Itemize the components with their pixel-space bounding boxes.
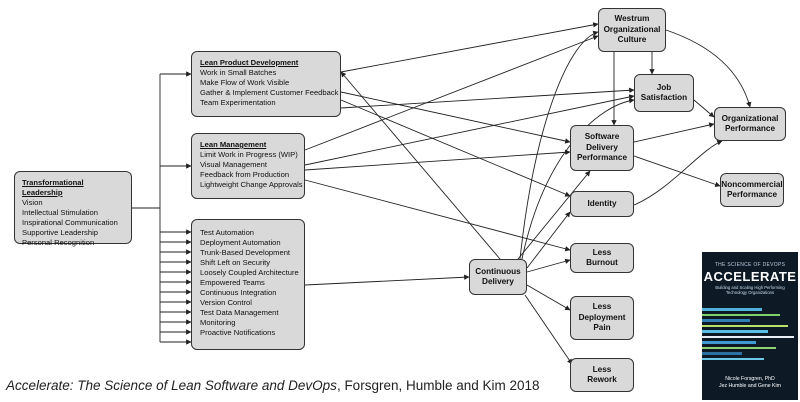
- lpd-item: Gather & Implement Customer Feedback: [200, 88, 339, 97]
- tech-item: Continuous Integration: [200, 288, 277, 297]
- job-to-orgperf-arrow: [693, 99, 715, 118]
- cd-to-burnout-arrow: [526, 258, 571, 273]
- lm-item: Feedback from Production: [200, 170, 290, 179]
- tl-item: Vision: [22, 198, 43, 207]
- citation-title: Accelerate: The Science of Lean Software…: [6, 378, 337, 393]
- citation-caption: Accelerate: The Science of Lean Software…: [6, 378, 540, 393]
- sdp-to-noncomm-arrow: [633, 155, 721, 187]
- less-burnout-label: Less Burnout: [586, 247, 618, 268]
- lpd-to-westrum-arrow: [340, 22, 599, 73]
- book-author-1: Nicole Forsgren, PhD: [725, 376, 775, 382]
- lm-item: Lightweight Change Approvals: [200, 180, 303, 189]
- tech-item: Trunk-Based Development: [200, 248, 291, 257]
- less-burnout-box: Less Burnout: [570, 243, 634, 273]
- continuous-delivery-label: Continuous Delivery: [475, 266, 521, 287]
- software-delivery-performance-label: Software Delivery Performance: [576, 132, 628, 163]
- tech-item: Deployment Automation: [200, 238, 281, 247]
- tech-to-cd-arrow: [304, 274, 470, 286]
- book-title: ACCELERATE: [703, 269, 797, 284]
- lean-product-development-box: Lean Product Development Work in Small B…: [191, 51, 341, 117]
- less-deployment-pain-box: Less Deployment Pain: [570, 296, 634, 340]
- book-author-2: Jez Humble and Gene Kim: [719, 382, 781, 389]
- cd-to-deploy-pain-arrow: [526, 284, 571, 311]
- book-stripes-graphic: [702, 308, 794, 360]
- book-authors: Nicole Forsgren, PhD Jez Humble and Gene…: [702, 376, 798, 389]
- noncommercial-performance-box: Noncommercial Performance: [720, 173, 784, 207]
- tl-item: Intellectual Stimulation: [22, 208, 98, 217]
- continuous-delivery-box: Continuous Delivery: [469, 259, 527, 295]
- less-rework-box: Less Rework: [570, 358, 634, 392]
- lpd-item: Make Flow of Work Visible: [200, 78, 290, 87]
- job-satisfaction-box: Job Satisfaction: [634, 74, 694, 112]
- transformational-leadership-box: Transformational Leadership Vision Intel…: [14, 171, 132, 247]
- tech-item: Monitoring: [200, 318, 236, 327]
- noncommercial-performance-label: Noncommercial Performance: [721, 179, 783, 200]
- tech-item: Test Automation: [200, 228, 255, 237]
- identity-box: Identity: [570, 191, 634, 217]
- less-deployment-pain-label: Less Deployment Pain: [578, 302, 626, 333]
- tech-item: Proactive Notifications: [200, 328, 276, 337]
- lm-to-job-arrow: [304, 94, 635, 166]
- less-rework-label: Less Rework: [587, 364, 617, 385]
- cd-to-identity-arrow: [526, 211, 571, 269]
- lm-item: Limit Work in Progress (WIP): [200, 150, 298, 159]
- book-cover-image: THE SCIENCE OF DEVOPS ACCELERATE Buildin…: [702, 252, 798, 400]
- lpd-to-identity-arrow: [340, 99, 571, 197]
- citation-authors: , Forsgren, Humble and Kim 2018: [336, 378, 540, 393]
- identity-to-orgperf-arrow: [633, 140, 723, 206]
- transformational-leadership-title: Transformational Leadership: [22, 178, 84, 197]
- lm-to-sdp-arrow: [304, 149, 571, 171]
- job-satisfaction-label: Job Satisfaction: [640, 82, 688, 103]
- book-kicker: THE SCIENCE OF DEVOPS: [714, 262, 786, 268]
- book-subtitle: Building and Scaling High Performing Tec…: [715, 285, 785, 295]
- tech-item: Empowered Teams: [200, 278, 265, 287]
- tech-item: Shift Left on Security: [200, 258, 271, 267]
- lm-to-westrum-arrow: [304, 35, 599, 151]
- lm-item: Visual Management: [200, 160, 267, 169]
- tech-item: Version Control: [200, 298, 252, 307]
- organizational-performance-box: Organizational Performance: [714, 107, 786, 141]
- cd-to-lpd-arrow: [340, 71, 501, 260]
- tech-item: Test Data Management: [200, 308, 279, 317]
- lpd-item: Team Experimentation: [200, 98, 276, 107]
- tl-item: Personal Recognition: [22, 238, 95, 247]
- lean-management-title: Lean Management: [200, 140, 267, 149]
- lpd-item: Work in Small Batches: [200, 68, 277, 77]
- westrum-to-orgperf-arrow: [665, 29, 752, 108]
- lm-to-burnout-arrow: [304, 179, 571, 252]
- tech-item: Loosely Coupled Architecture: [200, 268, 299, 277]
- lean-product-development-title: Lean Product Development: [200, 58, 299, 67]
- tl-item: Supportive Leadership: [22, 228, 98, 237]
- cd-to-westrum-arrow: [519, 30, 599, 260]
- technical-capabilities-box: Test Automation Deployment Automation Tr…: [191, 219, 305, 350]
- cd-to-sdp-arrow: [517, 170, 591, 260]
- organizational-performance-label: Organizational Performance: [721, 113, 779, 134]
- lpd-to-sdp-arrow: [340, 91, 571, 144]
- lpd-to-job-arrow: [340, 87, 635, 109]
- westrum-culture-box: Westrum Organizational Culture: [598, 8, 666, 52]
- software-delivery-performance-box: Software Delivery Performance: [570, 125, 634, 171]
- westrum-culture-label: Westrum Organizational Culture: [603, 14, 661, 45]
- sdp-to-orgperf-arrow: [633, 122, 715, 143]
- cd-to-rework-arrow: [524, 294, 573, 365]
- tl-item: Inspirational Communication: [22, 218, 118, 227]
- cd-to-job-arrow: [521, 98, 635, 260]
- identity-label: Identity: [587, 198, 617, 208]
- lean-management-box: Lean Management Limit Work in Progress (…: [191, 133, 305, 199]
